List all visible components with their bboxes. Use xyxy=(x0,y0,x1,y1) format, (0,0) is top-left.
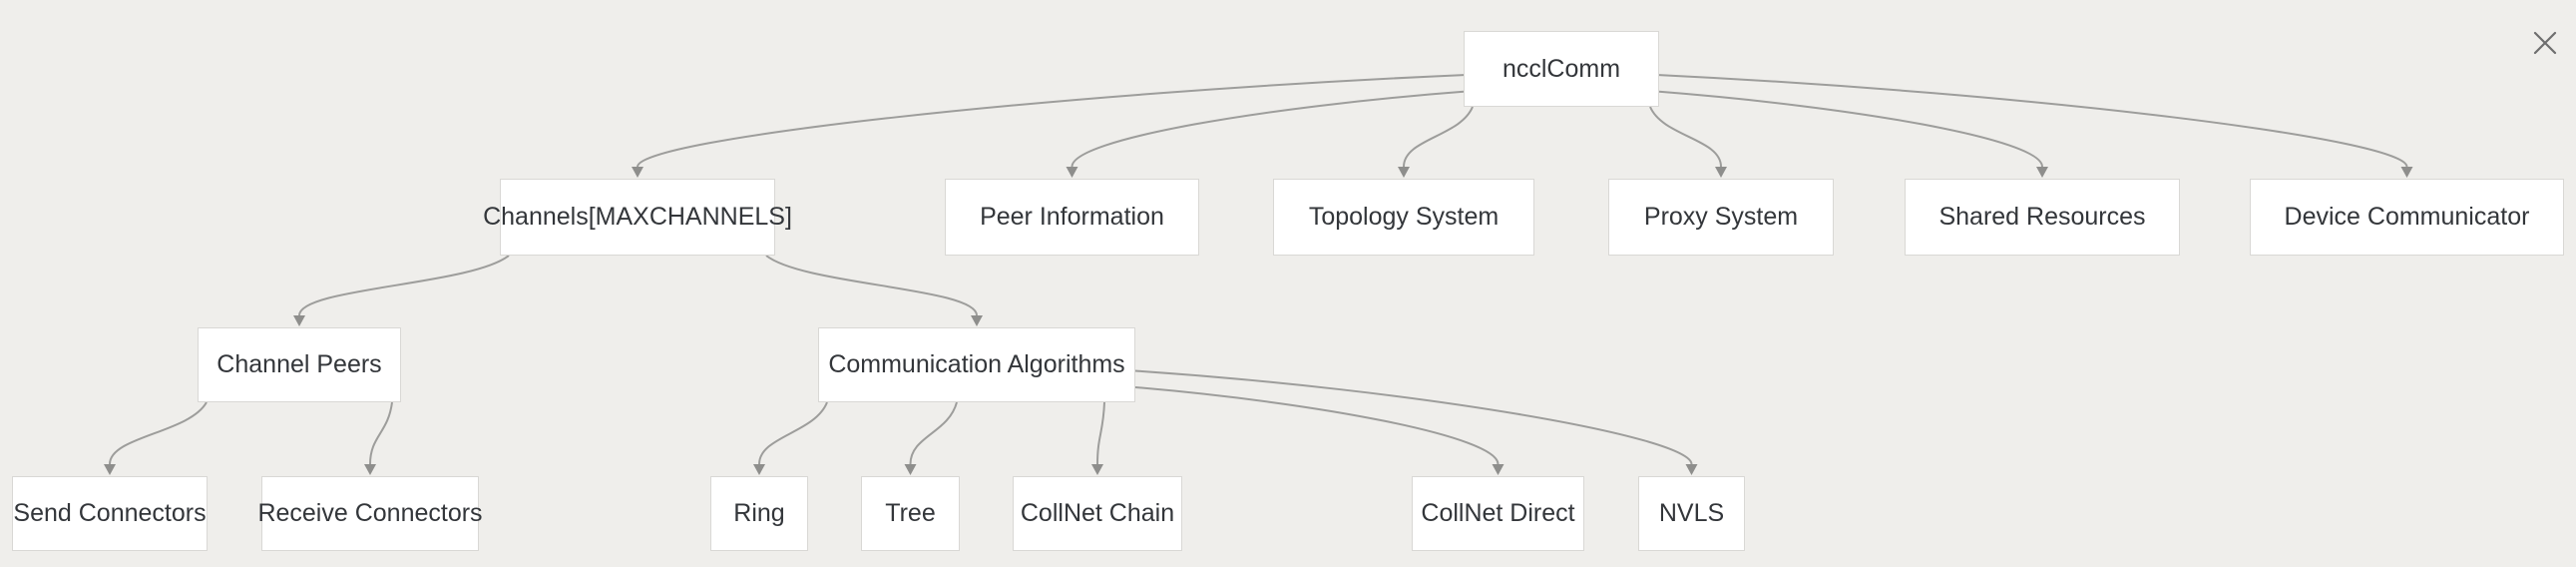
arrowhead-icon xyxy=(1091,464,1103,475)
arrowhead-icon xyxy=(1715,167,1727,178)
edge-root-channels xyxy=(637,74,1465,168)
node-channels[interactable]: Channels[MAXCHANNELS] xyxy=(483,179,792,256)
arrowhead-icon xyxy=(364,464,376,475)
node-collnet-chain[interactable]: CollNet Chain xyxy=(1013,476,1182,551)
node-device[interactable]: Device Communicator xyxy=(2250,179,2564,256)
node-label: Ring xyxy=(733,499,785,527)
node-label: Topology System xyxy=(1308,203,1500,231)
edge-root-peer-info xyxy=(1071,90,1465,168)
arrowhead-icon xyxy=(104,464,116,475)
arrowhead-icon xyxy=(2036,167,2048,178)
arrowhead-icon xyxy=(2400,167,2413,178)
node-label: Communication Algorithms xyxy=(828,350,1125,378)
arrowhead-icon xyxy=(293,315,305,326)
node-label: Tree xyxy=(885,499,936,527)
arrowhead-icon xyxy=(1685,464,1698,475)
node-label: CollNet Chain xyxy=(1020,499,1175,527)
node-label: CollNet Direct xyxy=(1421,499,1575,527)
node-topology[interactable]: Topology System xyxy=(1273,179,1534,256)
edge-root-device xyxy=(1658,74,2408,168)
node-label: Shared Resources xyxy=(1938,203,2146,231)
node-proxy[interactable]: Proxy System xyxy=(1608,179,1834,256)
node-ring[interactable]: Ring xyxy=(710,476,808,551)
edge-channel-peers-receive xyxy=(369,401,393,465)
edge-channels-channel-peers xyxy=(298,255,510,316)
edge-root-topology xyxy=(1403,106,1474,168)
close-icon-glyph xyxy=(2533,31,2557,55)
node-label: Receive Connectors xyxy=(257,499,483,527)
arrowhead-icon xyxy=(753,464,765,475)
arrowhead-icon xyxy=(904,464,917,475)
node-nvls[interactable]: NVLS xyxy=(1638,476,1745,551)
node-send[interactable]: Send Connectors xyxy=(12,476,208,551)
node-channel-peers[interactable]: Channel Peers xyxy=(198,327,401,402)
edge-comm-alg-tree xyxy=(909,401,958,465)
node-label: Send Connectors xyxy=(13,499,207,527)
node-tree[interactable]: Tree xyxy=(861,476,960,551)
arrowhead-icon xyxy=(1398,167,1410,178)
node-label: ncclComm xyxy=(1502,54,1621,83)
node-label: Device Communicator xyxy=(2284,203,2530,231)
node-label: Proxy System xyxy=(1643,203,1799,231)
edge-root-proxy xyxy=(1649,106,1722,168)
arrowhead-icon xyxy=(1492,464,1504,475)
node-root[interactable]: ncclComm xyxy=(1464,31,1659,107)
edge-channel-peers-send xyxy=(109,401,208,465)
node-collnet-direct[interactable]: CollNet Direct xyxy=(1412,476,1584,551)
arrowhead-icon xyxy=(971,315,983,326)
node-shared[interactable]: Shared Resources xyxy=(1905,179,2180,256)
arrowhead-icon xyxy=(1066,167,1078,178)
node-label: Channels[MAXCHANNELS] xyxy=(483,203,792,231)
edge-comm-alg-collnet-chain xyxy=(1096,401,1105,465)
arrowhead-icon xyxy=(632,167,644,178)
edge-comm-alg-ring xyxy=(758,401,828,465)
edge-comm-alg-nvls xyxy=(1134,369,1693,465)
node-label: NVLS xyxy=(1658,499,1725,527)
edge-channels-comm-alg xyxy=(765,255,978,316)
node-receive[interactable]: Receive Connectors xyxy=(257,476,483,551)
close-icon[interactable] xyxy=(2530,28,2560,58)
node-comm-alg[interactable]: Communication Algorithms xyxy=(818,327,1135,402)
node-peer-info[interactable]: Peer Information xyxy=(945,179,1199,256)
edge-comm-alg-collnet-direct xyxy=(1134,386,1500,465)
node-label: Channel Peers xyxy=(216,350,382,378)
node-label: Peer Information xyxy=(980,203,1164,231)
edge-root-shared xyxy=(1658,90,2043,168)
